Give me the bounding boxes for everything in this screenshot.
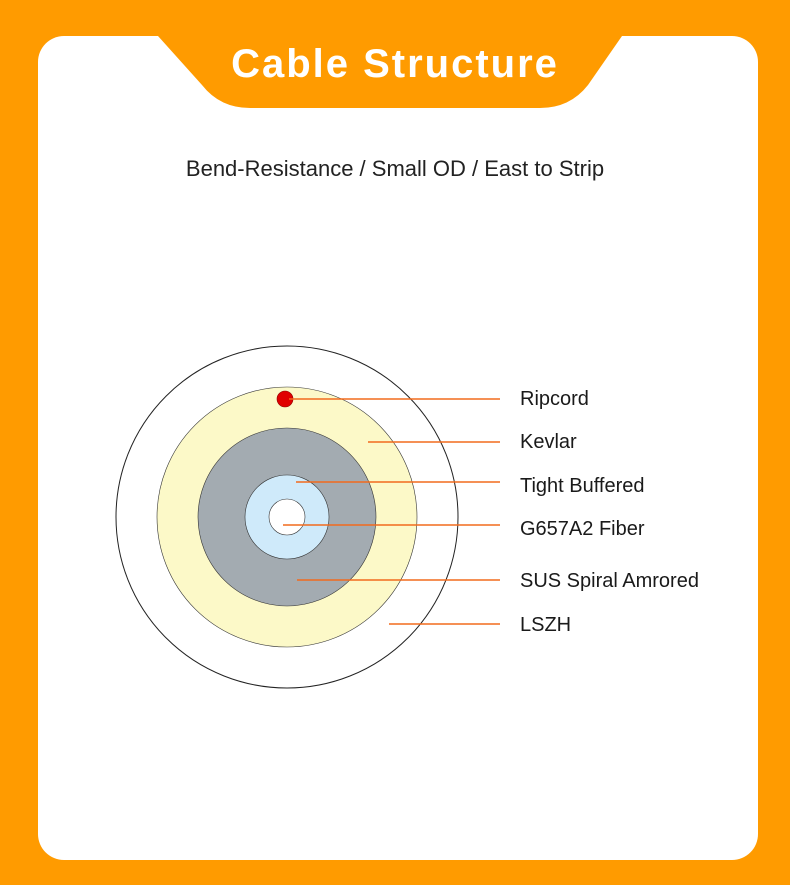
label-tight-buffered: Tight Buffered	[520, 475, 645, 497]
label-lszh: LSZH	[520, 614, 572, 636]
label-kevlar: Kevlar	[520, 431, 577, 453]
page-subtitle: Bend-Resistance / Small OD / East to Str…	[185, 156, 605, 181]
title-banner	[158, 36, 622, 108]
label-fiber: G657A2 Fiber	[520, 518, 645, 540]
label-armor: SUS Spiral Amrored	[520, 570, 699, 592]
label-ripcord: Ripcord	[520, 388, 589, 410]
fiber-core	[268, 498, 306, 536]
page-title: Cable Structure	[231, 42, 559, 86]
